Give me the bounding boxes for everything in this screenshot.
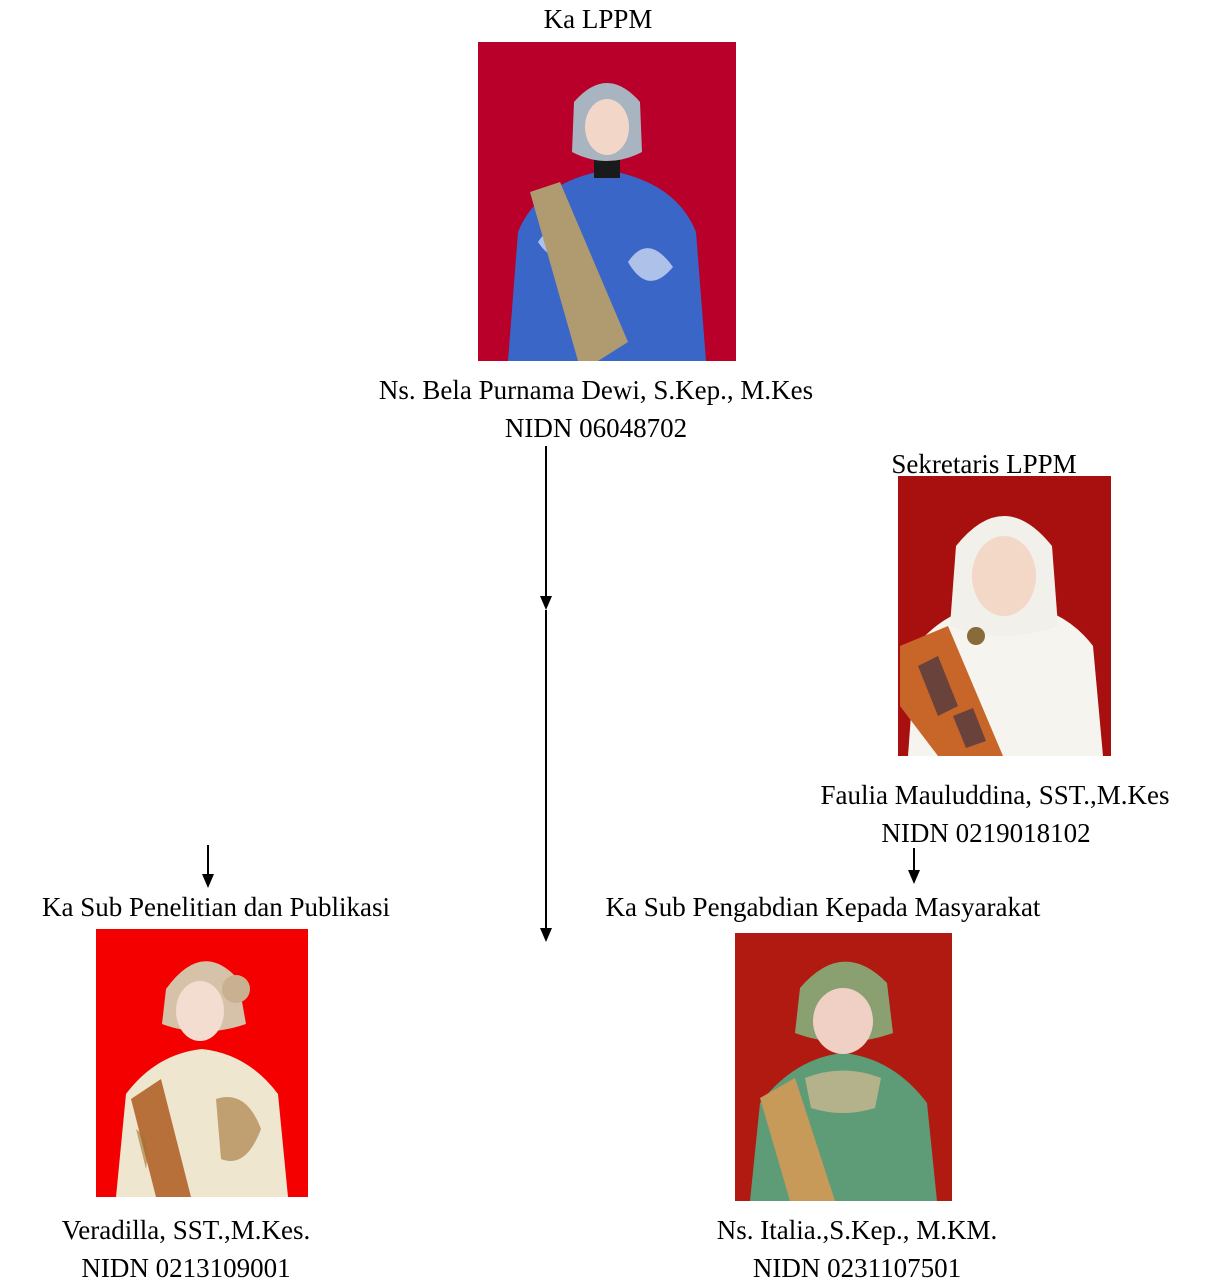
head-name: Ns. Bela Purnama Dewi, S.Kep., M.Kes bbox=[378, 375, 814, 405]
research-name: Veradilla, SST.,M.Kes. bbox=[61, 1215, 311, 1245]
research-nidn: NIDN 0213109001 bbox=[81, 1253, 291, 1283]
head-connector-arrow bbox=[540, 446, 552, 942]
community-photo bbox=[735, 933, 952, 1201]
head-nidn: NIDN 06048702 bbox=[504, 413, 688, 443]
secretary-title: Sekretaris LPPM bbox=[891, 449, 1077, 479]
secretary-name: Faulia Mauluddina, SST.,M.Kes bbox=[820, 780, 1170, 810]
research-connector-arrow bbox=[202, 845, 214, 888]
research-title: Ka Sub Penelitian dan Publikasi bbox=[42, 892, 390, 922]
secretary-photo bbox=[898, 476, 1111, 756]
research-photo bbox=[96, 929, 308, 1197]
head-photo bbox=[478, 42, 736, 361]
community-name: Ns. Italia.,S.Kep., M.KM. bbox=[716, 1215, 998, 1245]
head-title: Ka LPPM bbox=[543, 4, 653, 34]
community-nidn: NIDN 0231107501 bbox=[752, 1253, 962, 1283]
secretary-connector-arrow bbox=[908, 848, 920, 884]
secretary-nidn: NIDN 0219018102 bbox=[881, 818, 1091, 848]
community-title: Ka Sub Pengabdian Kepada Masyarakat bbox=[605, 892, 1041, 922]
